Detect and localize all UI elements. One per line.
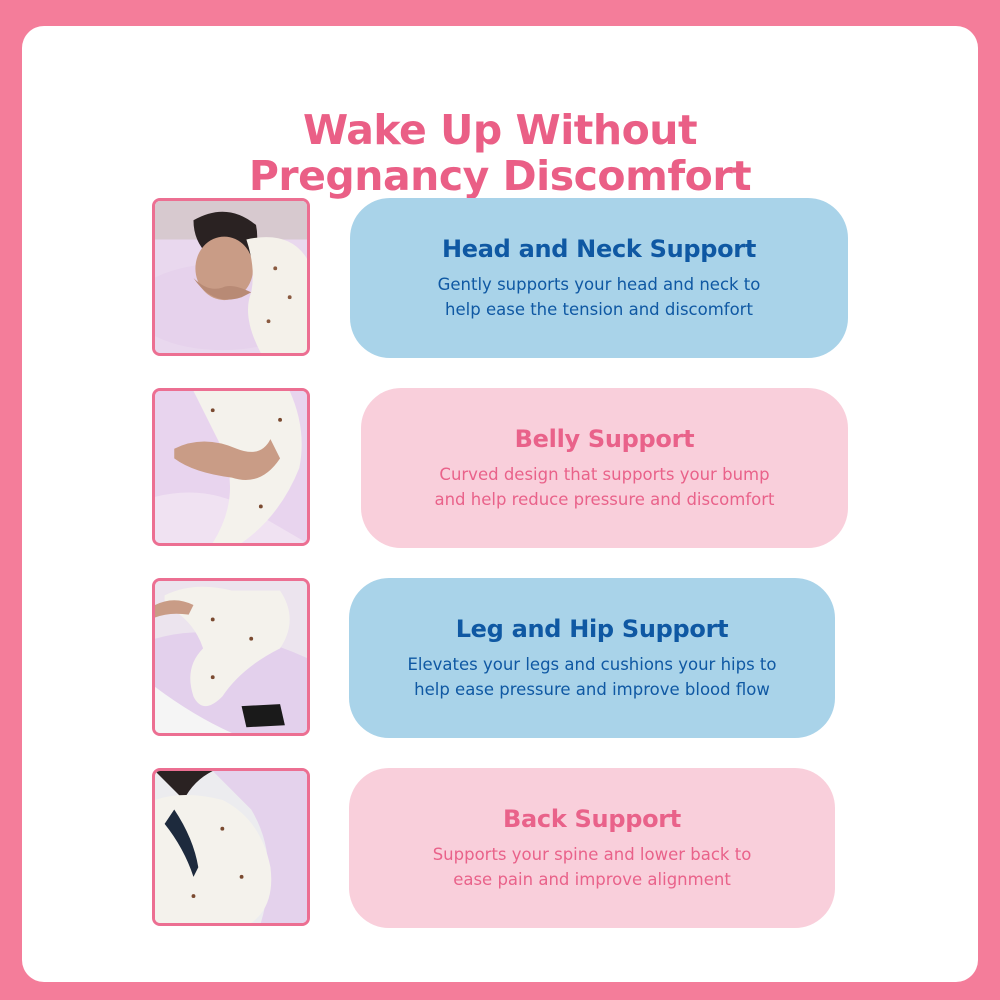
back-line-1: Supports your spine and lower back to (432, 845, 752, 864)
belly-description: Curved design that supports your bump an… (361, 462, 848, 512)
back-photo (152, 768, 310, 926)
leg-hip-description: Elevates your legs and cushions your hip… (349, 652, 835, 702)
back-heading: Back Support (503, 805, 681, 833)
woman-sleeping-illustration (155, 201, 307, 353)
title-line-2: Pregnancy Discomfort (248, 152, 752, 201)
back-against-pillow-illustration (155, 771, 307, 923)
belly-line-2: and help reduce pressure and discomfort (434, 490, 775, 509)
title-line-1: Wake Up Without (302, 106, 698, 155)
leg-hip-line-2: help ease pressure and improve blood flo… (414, 680, 770, 699)
head-neck-card: Head and Neck Support Gently supports yo… (350, 198, 848, 358)
belly-heading: Belly Support (514, 425, 695, 453)
head-neck-line-1: Gently supports your head and neck to (437, 275, 761, 294)
leg-hip-card: Leg and Hip Support Elevates your legs a… (349, 578, 835, 738)
head-neck-photo (152, 198, 310, 356)
leg-hip-photo (152, 578, 310, 736)
page-title: Wake Up Without Pregnancy Discomfort (0, 107, 1000, 199)
back-line-2: ease pain and improve alignment (453, 870, 731, 889)
back-description: Supports your spine and lower back to ea… (349, 842, 835, 892)
leg-hip-line-1: Elevates your legs and cushions your hip… (407, 655, 777, 674)
head-neck-description: Gently supports your head and neck to he… (350, 272, 848, 322)
head-neck-heading: Head and Neck Support (441, 235, 757, 263)
leg-hip-heading: Leg and Hip Support (455, 615, 729, 643)
belly-photo (152, 388, 310, 546)
back-card: Back Support Supports your spine and low… (349, 768, 835, 928)
head-neck-line-2: help ease the tension and discomfort (445, 300, 753, 319)
belly-line-1: Curved design that supports your bump (439, 465, 770, 484)
legs-on-pillow-illustration (155, 581, 307, 733)
hand-on-pillow-illustration (155, 391, 307, 543)
belly-card: Belly Support Curved design that support… (361, 388, 848, 548)
